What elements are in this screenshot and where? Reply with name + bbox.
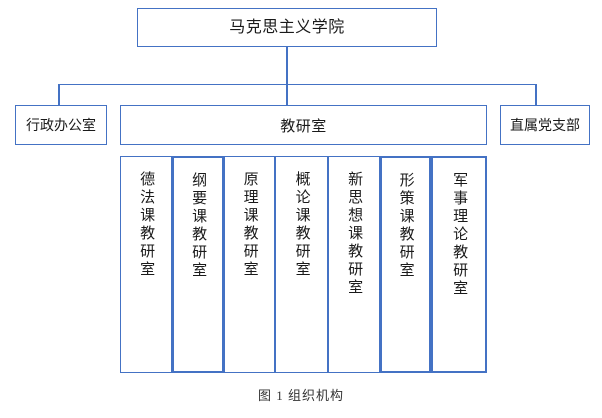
connector-drop-admin bbox=[58, 84, 60, 105]
subdepartment-strip: 德法课教研室 纲要课教研室 原理课教研室 概论课教研室 新思想课教研室 形策课教… bbox=[120, 156, 487, 373]
subdepartment-gailun-label: 概论课教研室 bbox=[293, 171, 311, 279]
subdepartment-yuanli-label: 原理课教研室 bbox=[241, 171, 259, 279]
org-node-administrative-office[interactable]: 行政办公室 bbox=[15, 105, 107, 145]
subdepartment-xinsixiang-label: 新思想课教研室 bbox=[346, 171, 364, 297]
subdepartment-gangyao[interactable]: 纲要课教研室 bbox=[172, 156, 224, 373]
connector-horizontal-bus bbox=[58, 84, 537, 85]
subdepartment-gailun[interactable]: 概论课教研室 bbox=[275, 156, 328, 373]
connector-drop-teaching bbox=[286, 84, 288, 105]
org-node-party-branch[interactable]: 直属党支部 bbox=[500, 105, 590, 145]
connector-drop-party bbox=[535, 84, 537, 105]
figure-caption: 图 1 组织机构 bbox=[257, 388, 344, 403]
org-node-teaching-office[interactable]: 教研室 bbox=[120, 105, 487, 145]
subdepartment-defa-label: 德法课教研室 bbox=[138, 171, 156, 279]
org-node-teaching-office-label: 教研室 bbox=[280, 117, 327, 135]
subdepartment-junshililun-label: 军事理论教研室 bbox=[451, 172, 469, 298]
subdepartment-yuanli[interactable]: 原理课教研室 bbox=[224, 156, 275, 373]
subdepartment-xingce-label: 形策课教研室 bbox=[397, 172, 415, 280]
subdepartment-xingce[interactable]: 形策课教研室 bbox=[380, 156, 431, 373]
connector-root-drop bbox=[286, 47, 288, 85]
org-node-party-branch-label: 直属党支部 bbox=[510, 116, 580, 133]
subdepartment-junshililun[interactable]: 军事理论教研室 bbox=[431, 156, 487, 373]
subdepartment-gangyao-label: 纲要课教研室 bbox=[190, 172, 208, 280]
org-node-root[interactable]: 马克思主义学院 bbox=[137, 8, 437, 47]
subdepartment-defa[interactable]: 德法课教研室 bbox=[120, 156, 172, 373]
org-node-root-label: 马克思主义学院 bbox=[229, 18, 345, 36]
subdepartment-xinsixiang[interactable]: 新思想课教研室 bbox=[328, 156, 380, 373]
org-node-administrative-office-label: 行政办公室 bbox=[26, 116, 96, 133]
